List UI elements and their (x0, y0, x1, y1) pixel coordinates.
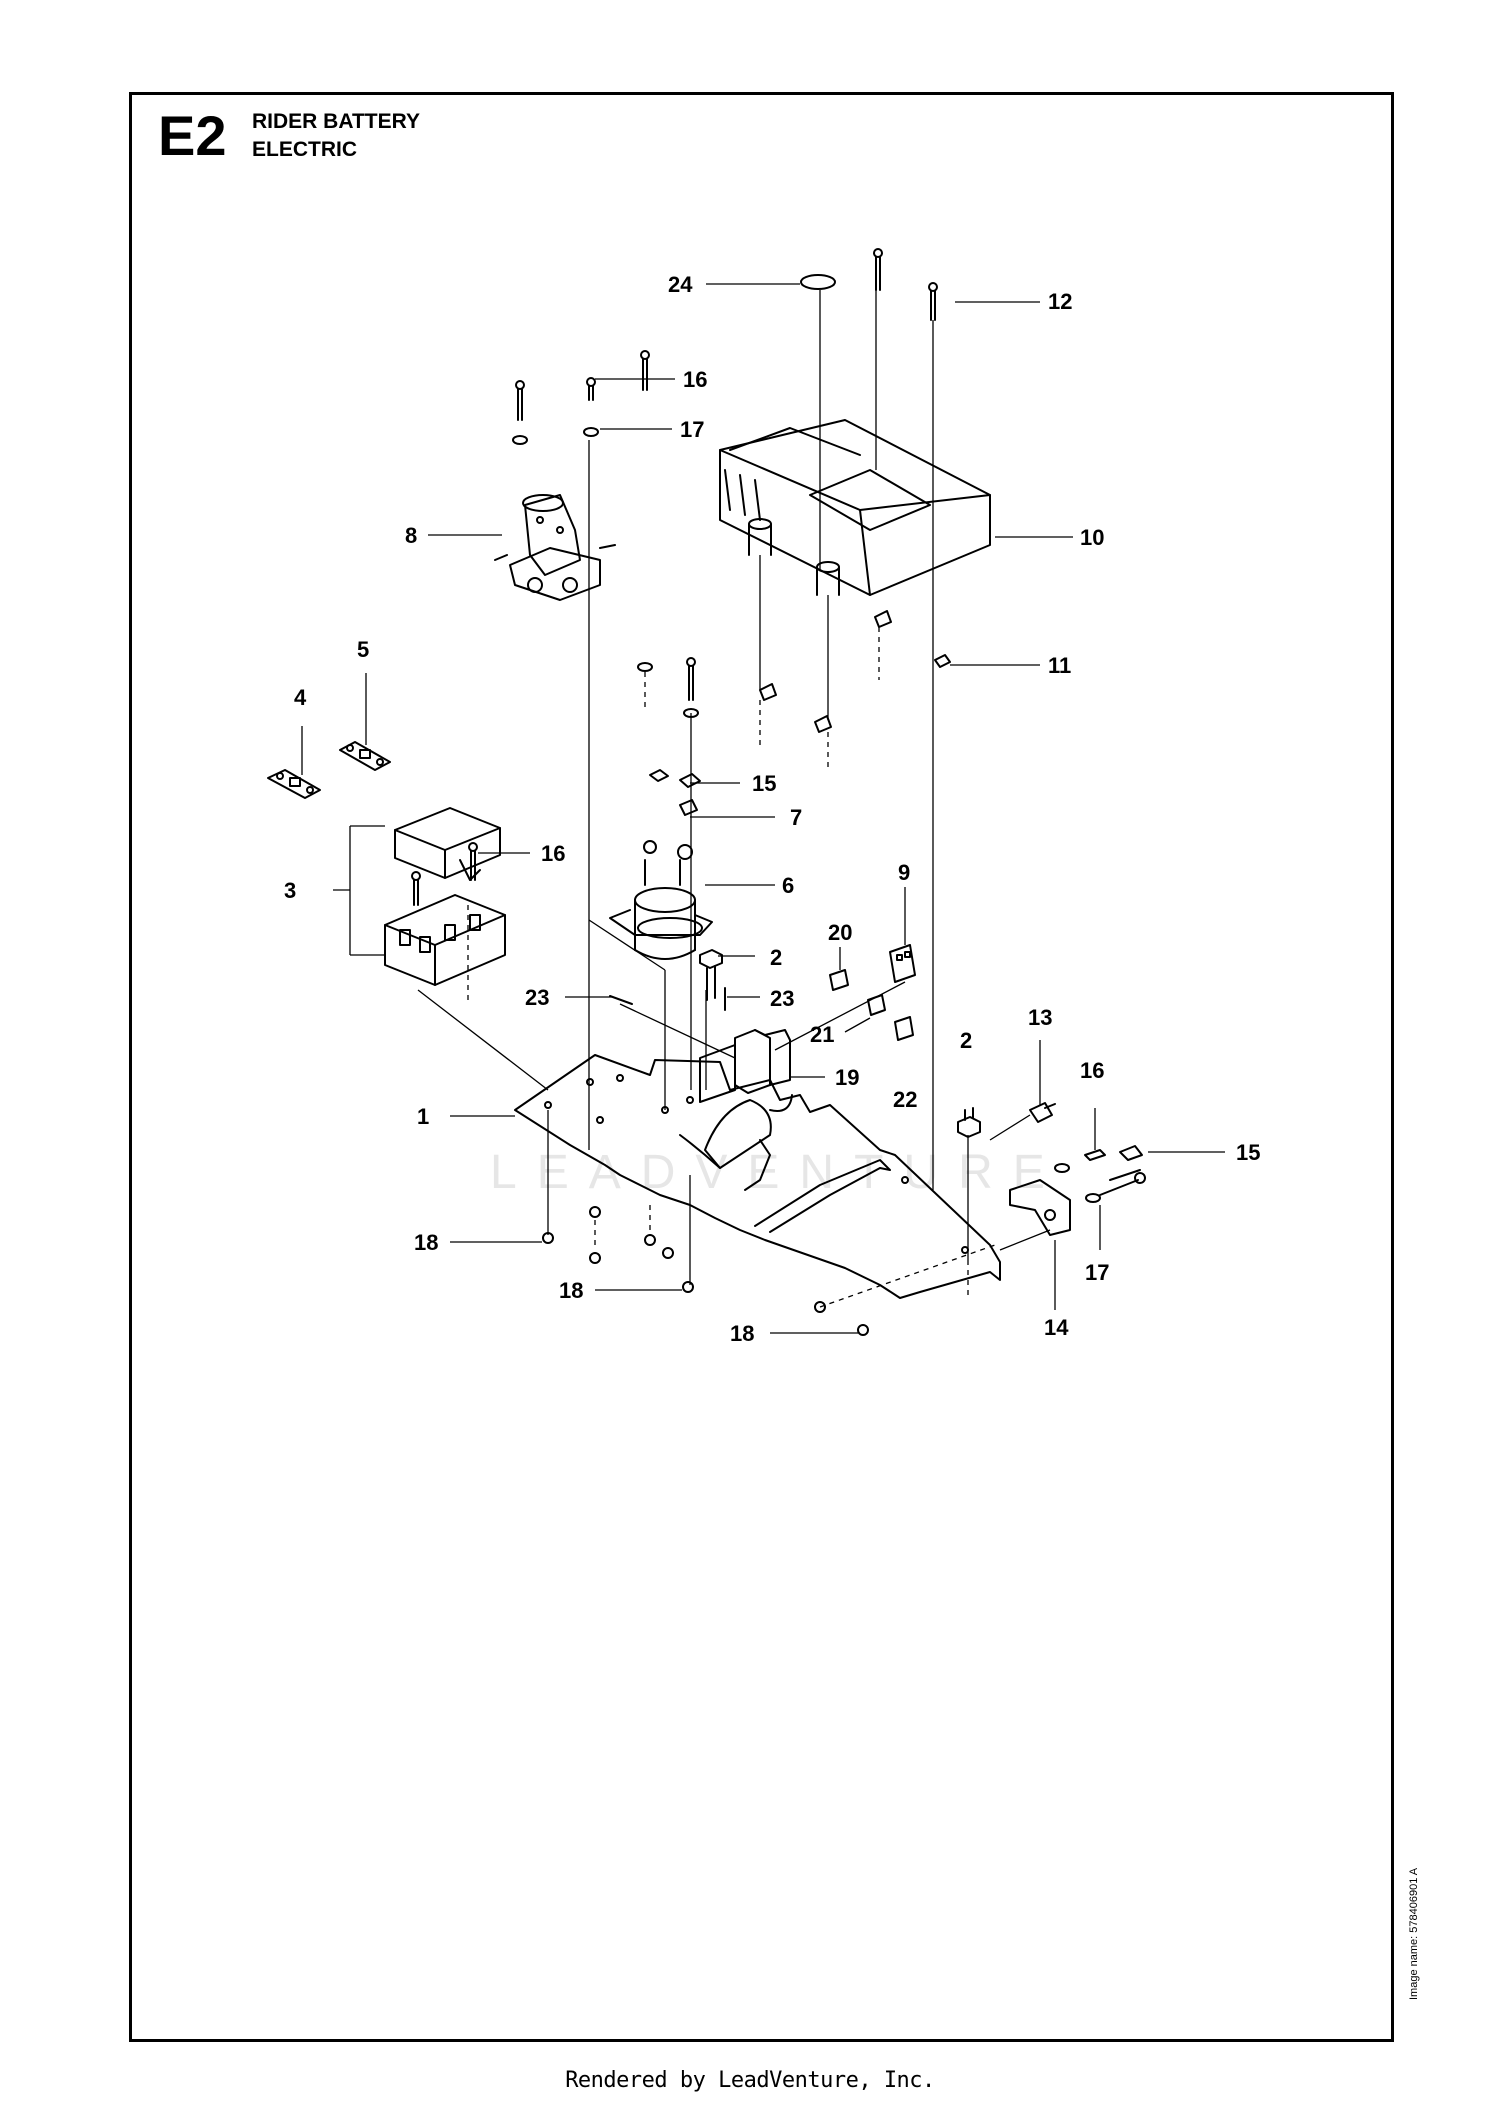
page-title-line-1: RIDER BATTERY (252, 110, 420, 133)
watermark-text: LEADVENTURE (490, 1146, 1065, 1199)
part-2-bolt-a (699, 949, 723, 1001)
part-18-nuts (542, 1206, 869, 1336)
callout-20: 20 (828, 920, 852, 945)
part-17-washers (512, 427, 1101, 1203)
callout-7: 7 (790, 805, 802, 830)
callout-12: 12 (1048, 289, 1072, 314)
part-19-relays (679, 1029, 793, 1169)
page-title-line-2: ELECTRIC (252, 138, 357, 161)
part-12-screw (873, 248, 938, 321)
callout-3: 3 (284, 878, 296, 903)
part-10-control-module (719, 419, 991, 596)
callout-18: 18 (730, 1321, 754, 1346)
callout-2: 2 (960, 1028, 972, 1053)
image-name-label: Image name: 578406901 A (1408, 1867, 1420, 2000)
dashed-assembly-lines (467, 627, 996, 1308)
footer-credit: Rendered by LeadVenture, Inc. (565, 2068, 935, 2093)
part-5-fuse-link (339, 741, 391, 771)
callout-11: 11 (1048, 653, 1071, 678)
callout-10: 10 (1080, 525, 1104, 550)
callout-23: 23 (770, 986, 794, 1011)
callout-labels: 24 12 16 17 8 10 11 5 4 15 7 16 3 6 9 20… (284, 272, 1260, 1346)
part-13-sensor (1029, 1102, 1056, 1123)
callout-5: 5 (357, 637, 369, 662)
part-23-pins (609, 987, 726, 1011)
callout-24: 24 (668, 272, 693, 297)
callout-17: 17 (680, 417, 704, 442)
part-11-nuts (759, 610, 951, 733)
callout-2: 2 (770, 945, 782, 970)
callout-18: 18 (414, 1230, 438, 1255)
callout-8: 8 (405, 523, 417, 548)
section-code: E2 (158, 104, 227, 167)
part-20-fuse (829, 969, 849, 991)
part-8-relay (494, 494, 616, 601)
part-15-nuts (649, 769, 1143, 1161)
part-6-solenoid (609, 840, 713, 960)
diagram-frame (129, 92, 1394, 2042)
callout-16: 16 (1080, 1058, 1104, 1083)
callout-6: 6 (782, 873, 794, 898)
callout-21: 21 (810, 1022, 834, 1047)
callout-14: 14 (1044, 1315, 1069, 1340)
part-16-screws (411, 350, 1146, 1196)
callout-13: 13 (1028, 1005, 1052, 1030)
callout-9: 9 (898, 860, 910, 885)
part-9-connector (889, 944, 916, 983)
part-1-mounting-plate (514, 1054, 1001, 1299)
callout-22: 22 (893, 1087, 917, 1112)
part-4-fuse-link (267, 769, 321, 799)
callout-15: 15 (1236, 1140, 1260, 1165)
callout-1: 1 (417, 1104, 429, 1129)
part-14-bracket (1009, 1179, 1071, 1236)
callout-18: 18 (559, 1278, 583, 1303)
part-3-fuse-box (384, 807, 506, 986)
callout-15: 15 (752, 771, 776, 796)
callout-4: 4 (294, 685, 307, 710)
part-7-spacer (679, 799, 698, 816)
callout-17: 17 (1085, 1260, 1109, 1285)
leader-lines (301, 283, 1225, 1334)
part-2-bolt-b (957, 1107, 981, 1138)
part-21-fuse (867, 994, 886, 1016)
callout-16: 16 (541, 841, 565, 866)
part-22-fuse (894, 1016, 914, 1041)
callout-16: 16 (683, 367, 707, 392)
callout-23: 23 (525, 985, 549, 1010)
callout-19: 19 (835, 1065, 859, 1090)
part-24-label (800, 274, 836, 290)
